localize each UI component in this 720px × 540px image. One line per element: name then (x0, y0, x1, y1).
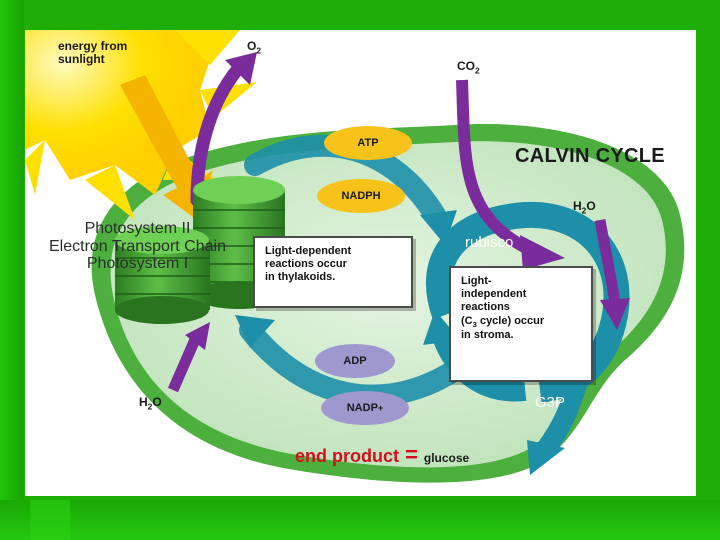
h2o-right-arrowhead (600, 298, 630, 330)
photosystem-labels: Photosystem II Electron Transport Chain … (25, 220, 250, 273)
g3p-label: G3P (535, 394, 566, 411)
nadph-pill-shape (317, 179, 405, 213)
h2o-left-arrowhead (185, 322, 210, 350)
co2-arrow (456, 79, 533, 256)
grana-stack-front (115, 226, 210, 324)
adp-label: ADP (343, 355, 367, 367)
return-flow-arrowhead (235, 315, 275, 348)
sunlight-label: energy from sunlight (58, 39, 128, 67)
end-product-equals: = (405, 442, 418, 467)
frame-bottom-stripe (0, 500, 720, 540)
light-dependent-box: Light-dependent reactions occur in thyla… (253, 236, 413, 308)
end-product-caption: end product = glucose (295, 442, 469, 468)
o2-label: O2 (247, 39, 262, 56)
nadp-pill-shape (321, 391, 409, 425)
co2-label: CO2 (457, 59, 480, 76)
end-product-label: end product (295, 446, 399, 466)
h2o-right-arrow (594, 219, 621, 306)
electron-transport-chain-label: Electron Transport Chain (49, 237, 226, 255)
h2o-left-arrow (167, 332, 203, 393)
frame-left-stripe (0, 0, 24, 540)
nadph-label: NADPH (341, 190, 381, 202)
calvin-cycle-title: CALVIN CYCLE (515, 145, 665, 167)
rubisco-label: rubisco (465, 234, 514, 251)
h2o-left-label: H2O (139, 395, 162, 412)
nadp-label: NADP+ (346, 402, 384, 414)
photosystem-ii-label: Photosystem II (84, 220, 191, 237)
co2-arrowhead (520, 235, 565, 270)
slide-canvas: energy from sunlight O2 CO2 CALVIN CYCLE… (25, 30, 696, 496)
diagram-graphics (25, 30, 685, 483)
atp-pill-shape (324, 126, 412, 160)
photosystem-i-label: Photosystem I (86, 255, 189, 273)
atp-label: ATP (357, 137, 379, 149)
adp-pill-shape (315, 344, 395, 378)
end-product-value: glucose (423, 451, 470, 465)
h2o-right-label: H2O (573, 199, 596, 216)
light-independent-box: Light- independent reactions (C3 cycle) … (449, 266, 593, 382)
sunlight-arrow (120, 75, 213, 220)
o2-arrowhead (225, 52, 257, 85)
o2-arrow (190, 63, 244, 207)
